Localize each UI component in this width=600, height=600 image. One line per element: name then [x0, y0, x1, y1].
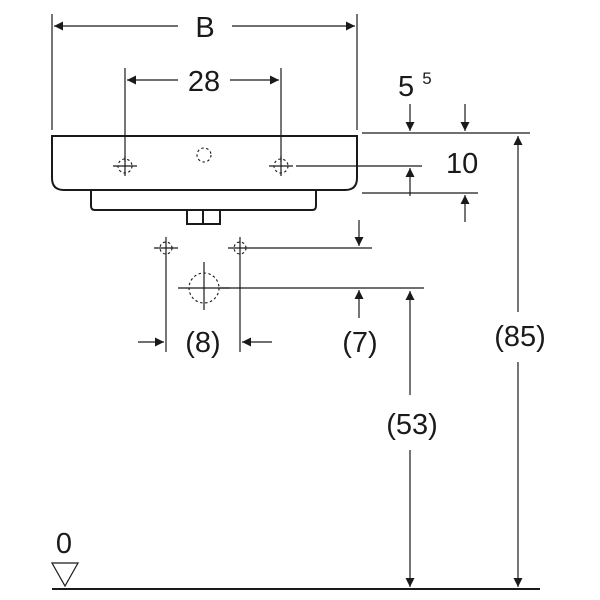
waste-outlet-icon: [178, 262, 230, 310]
dimension-waste-height-label: (53): [386, 409, 438, 441]
dimension-rim-thickness-sup: 5: [422, 69, 431, 88]
supply-point-left-icon: [154, 237, 178, 259]
dimension-rim-thickness: [405, 104, 470, 131]
dimension-width: [51, 14, 358, 130]
overflow-hole-icon: [196, 147, 212, 163]
dimension-tap-depth-label: 10: [446, 148, 478, 180]
floor-level-label: 0: [56, 528, 72, 560]
dimension-rim-height-label: (85): [494, 321, 546, 353]
dimension-trap-offset-label: (7): [342, 327, 377, 359]
dimension-rim-thickness-label: 5 5: [398, 69, 432, 103]
supply-point-right-icon: [228, 237, 252, 259]
dimension-tap-depth: [405, 168, 470, 222]
dimension-waste-offset: [138, 259, 272, 352]
dimension-width-label: B: [195, 12, 214, 44]
extension-lines-right: [220, 132, 530, 289]
dimension-tap-spacing-label: 28: [188, 66, 220, 98]
floor-level-marker-icon: [50, 562, 80, 588]
basin-outline: [51, 135, 358, 225]
dimension-tap-spacing: [124, 68, 282, 162]
dimension-rim-thickness-base: 5: [398, 71, 414, 103]
dimension-waste-offset-label: (8): [185, 327, 220, 359]
